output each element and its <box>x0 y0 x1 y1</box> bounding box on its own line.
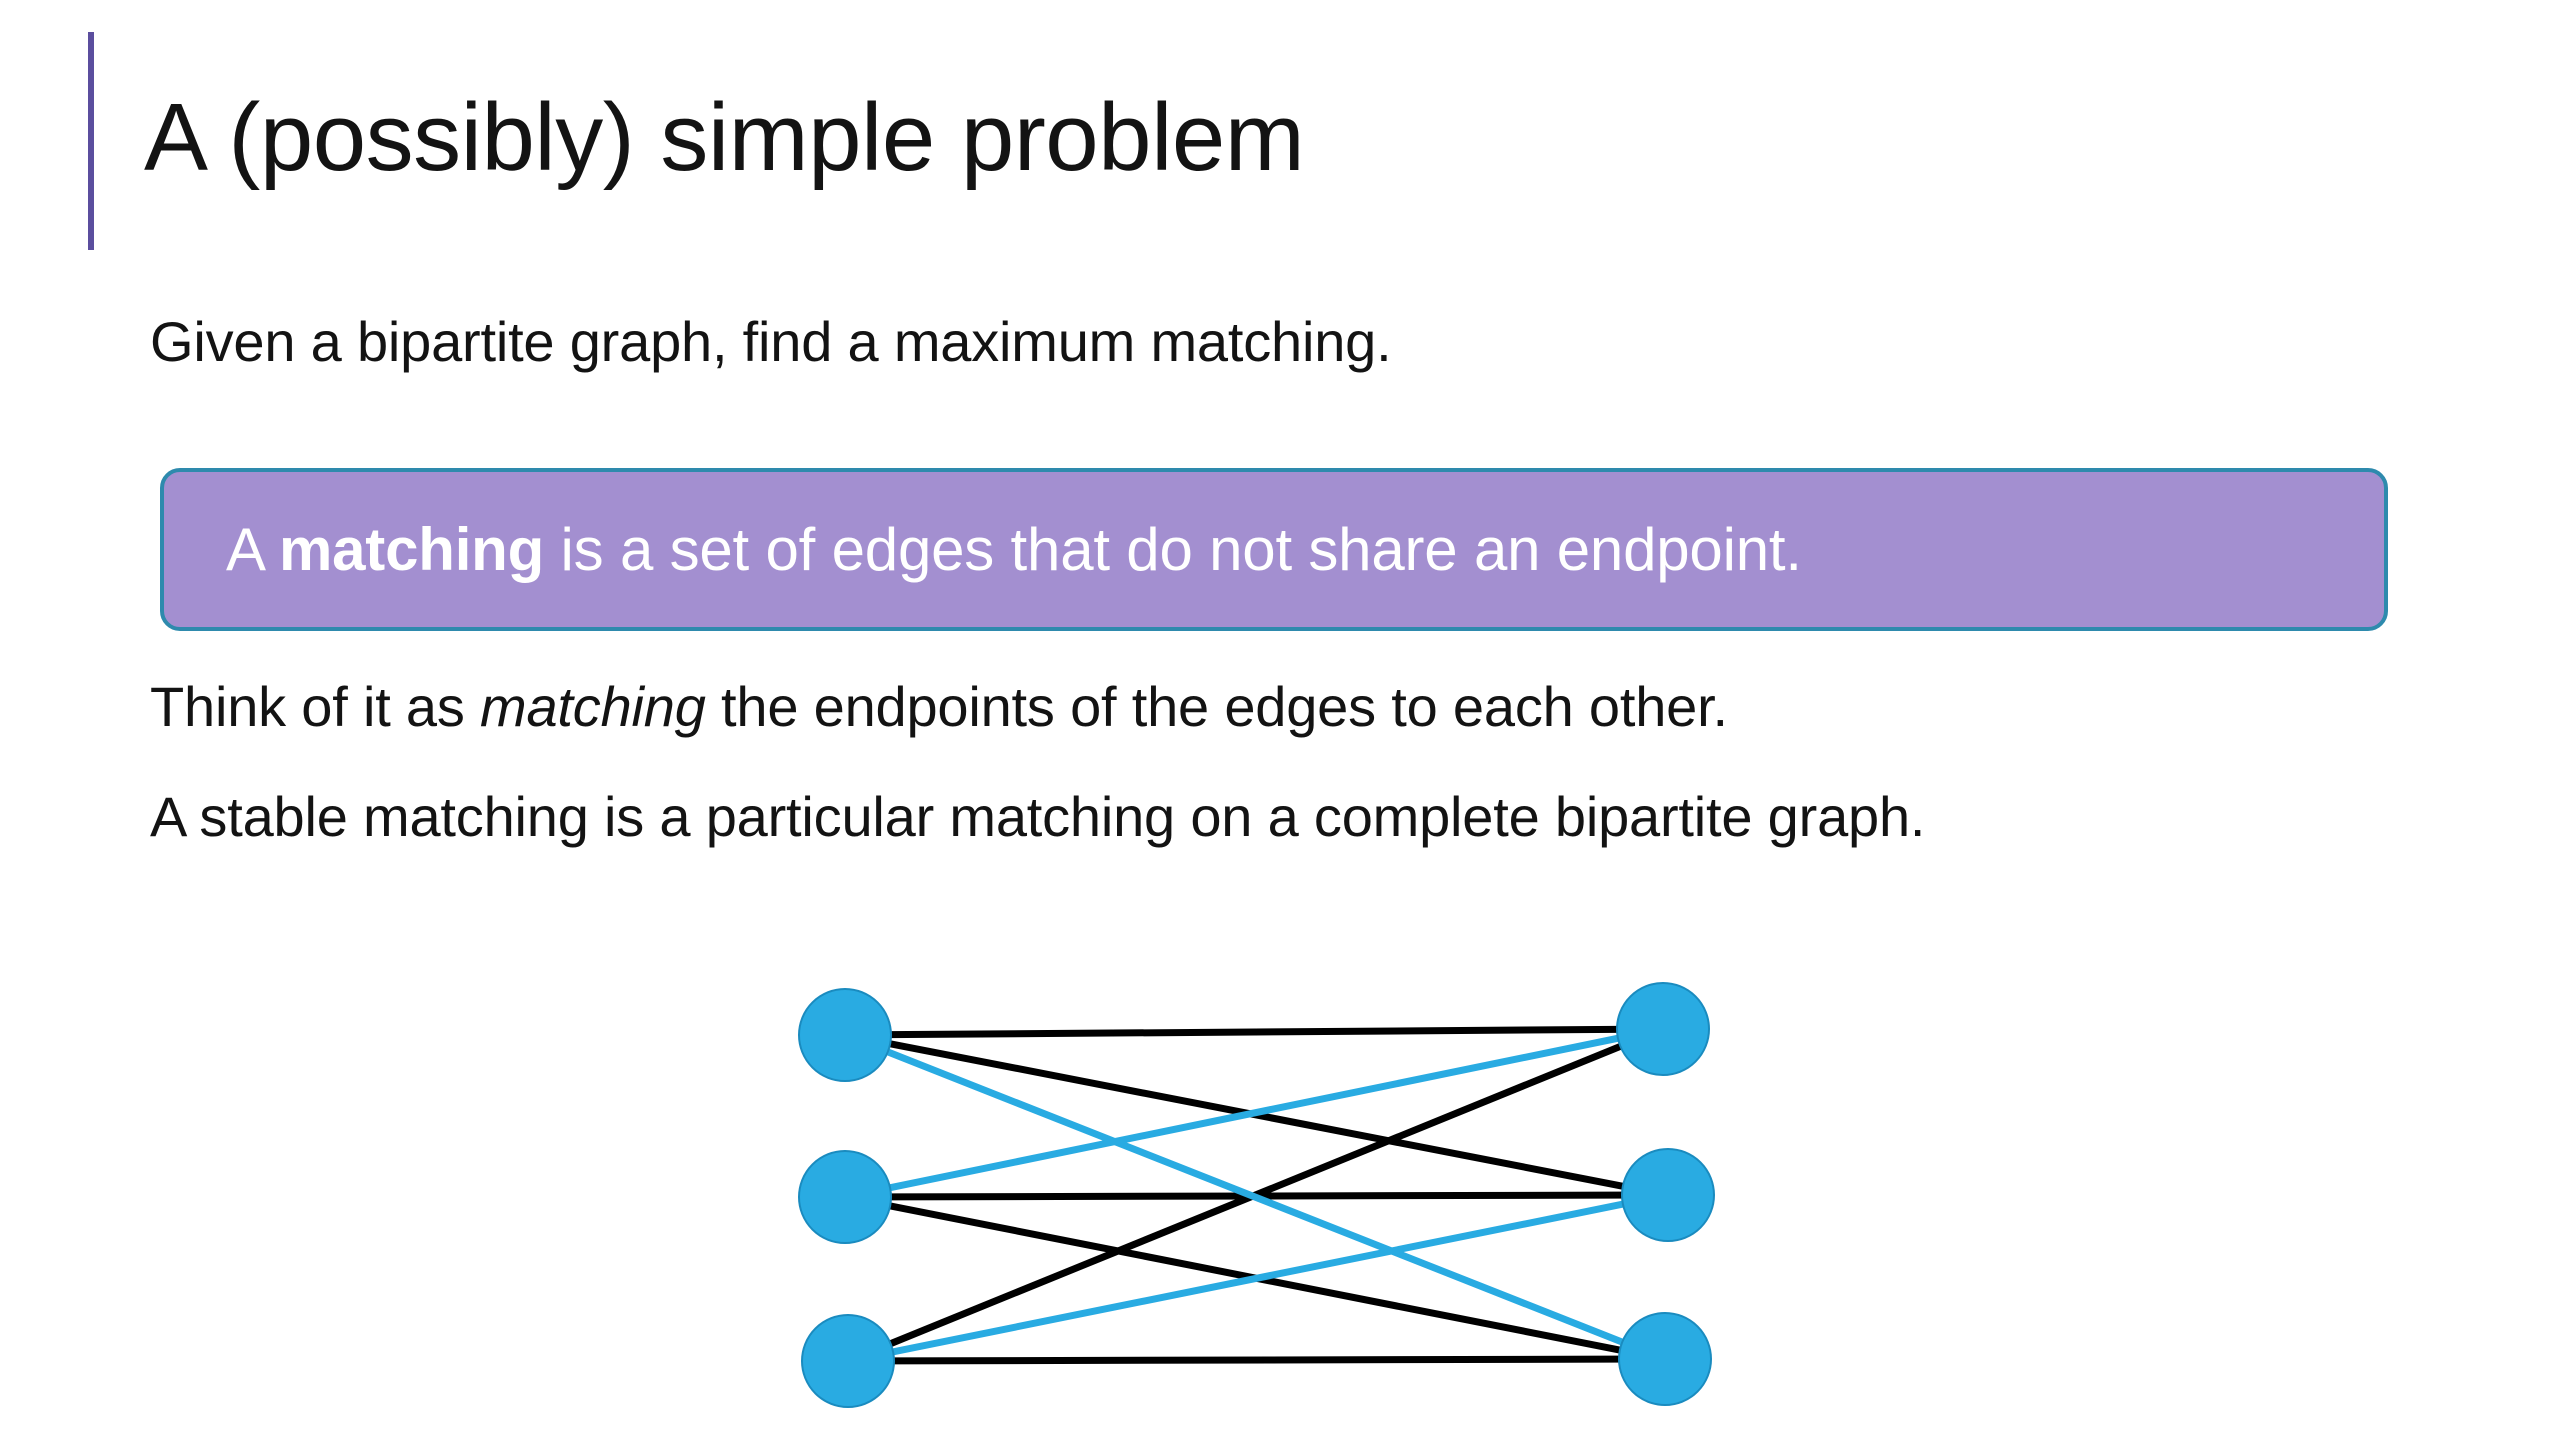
graph-edge-l3-r3 <box>847 1355 1666 1365</box>
graph-node-l1 <box>798 988 892 1082</box>
think-suffix: the endpoints of the edges to each other… <box>705 675 1728 738</box>
graph-edge-l3-r2 <box>847 1191 1669 1365</box>
graph-edge-l1-r3 <box>843 1031 1667 1363</box>
callout-suffix: is a set of edges that do not share an e… <box>544 515 1802 583</box>
bipartite-graph-svg <box>798 982 1715 1408</box>
graph-node-r1 <box>1616 982 1710 1076</box>
think-italic-word: matching <box>480 675 706 738</box>
graph-node-l3 <box>801 1314 895 1408</box>
callout-bold-word: matching <box>278 515 545 583</box>
body-paragraph-think: Think of it as matching the endpoints of… <box>150 675 2400 740</box>
graph-edge-l2-r1 <box>844 1025 1664 1201</box>
callout-prefix: A <box>226 515 279 583</box>
definition-callout-box: A matching is a set of edges that do not… <box>160 468 2388 631</box>
graph-edge-l1-r1 <box>844 1025 1664 1039</box>
body-paragraph-intro: Given a bipartite graph, find a maximum … <box>150 310 1392 373</box>
body-paragraph-stable: A stable matching is a particular matchi… <box>150 785 1926 848</box>
think-prefix: Think of it as <box>150 675 481 738</box>
graph-edge-layer <box>843 1025 1669 1365</box>
title-accent-bar <box>88 32 94 250</box>
title-block: A (possibly) simple problem <box>88 32 2388 252</box>
graph-node-l2 <box>798 1150 892 1244</box>
definition-callout-text: A matching is a set of edges that do not… <box>164 515 1802 583</box>
graph-node-layer <box>798 982 1715 1408</box>
page-title: A (possibly) simple problem <box>144 84 1305 191</box>
graph-node-r2 <box>1621 1148 1715 1242</box>
graph-node-r3 <box>1618 1312 1712 1406</box>
bipartite-graph-figure <box>760 955 1770 1435</box>
